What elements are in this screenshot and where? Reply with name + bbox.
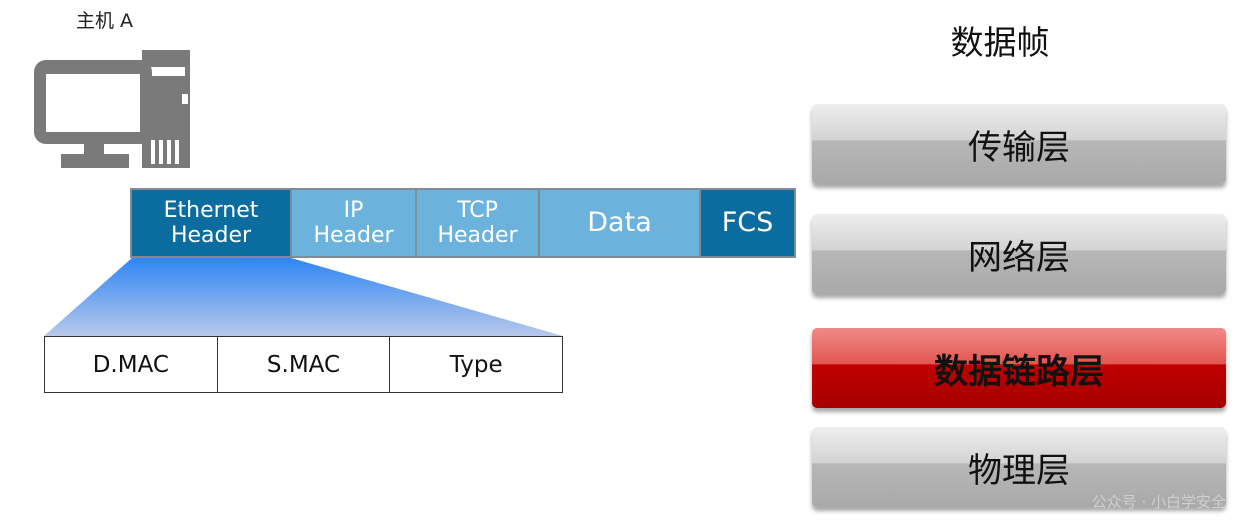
- stack-title: 数据帧: [950, 23, 1050, 62]
- layer-data-link-active: 数据链路层: [812, 328, 1226, 408]
- ethernet-header-fields: D.MAC S.MAC Type: [44, 336, 563, 393]
- watermark: 公众号 · 小白学安全: [1091, 493, 1226, 511]
- layer-transport: 传输层: [812, 104, 1226, 184]
- frame-segment-data: Data: [538, 188, 701, 258]
- frame-segment-fcs: FCS: [699, 188, 796, 258]
- layer-physical: 物理层: [812, 427, 1226, 507]
- desktop-computer-icon: [34, 50, 190, 168]
- field-dmac: D.MAC: [92, 351, 169, 378]
- host-label: 主机 A: [76, 10, 134, 32]
- field-type: Type: [389, 337, 562, 392]
- layer-network: 网络层: [812, 214, 1226, 294]
- field-smac: S.MAC: [216, 337, 390, 392]
